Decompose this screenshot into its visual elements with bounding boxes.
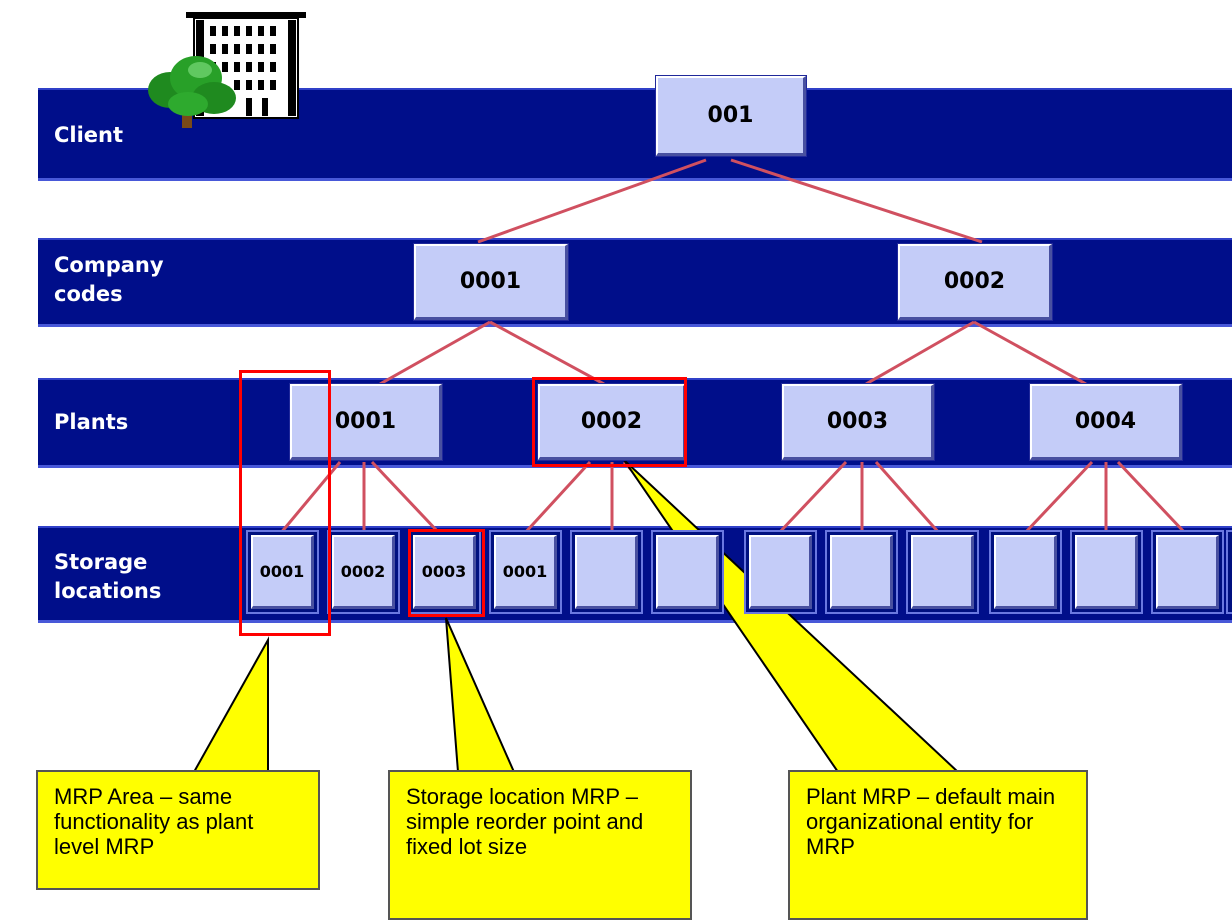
storage-location-label xyxy=(830,535,893,609)
storage-location-label xyxy=(1075,535,1138,609)
storage-location-node[interactable]: 0002 xyxy=(327,530,400,614)
callout-plant-mrp: Plant MRP – default main organizational … xyxy=(788,770,1088,920)
callout-pointer-plant-mrp xyxy=(623,459,961,773)
storage-location-node[interactable] xyxy=(825,530,898,614)
storage-location-label: 0003 xyxy=(413,535,476,609)
plant-node[interactable]: 0004 xyxy=(1029,383,1183,461)
hierarchy-connectors xyxy=(278,158,1188,536)
callout-pointer-storage-location-mrp xyxy=(445,617,516,773)
level-label-company-codes: Company codes xyxy=(54,253,164,306)
level-label-plants: Plants xyxy=(54,410,129,434)
storage-location-node[interactable] xyxy=(744,530,817,614)
plant-node[interactable]: 0002 xyxy=(537,383,687,461)
level-label-client: Client xyxy=(54,123,124,147)
storage-location-mrp-highlight xyxy=(408,529,485,617)
storage-location-node[interactable] xyxy=(570,530,643,614)
company-code-node[interactable]: 0002 xyxy=(897,243,1053,321)
mrp-area-highlight xyxy=(239,370,331,636)
storage-location-label: 0002 xyxy=(332,535,395,609)
plant-node[interactable]: 0001 xyxy=(289,383,443,461)
storage-location-label xyxy=(1156,535,1219,609)
plant-node[interactable]: 0003 xyxy=(781,383,935,461)
storage-location-label xyxy=(911,535,974,609)
plant-mrp-highlight xyxy=(532,377,687,467)
storage-location-label: 0001 xyxy=(494,535,557,609)
storage-location-node[interactable] xyxy=(1070,530,1143,614)
storage-location-node[interactable] xyxy=(906,530,979,614)
company-code-node[interactable]: 0001 xyxy=(413,243,569,321)
storage-location-node[interactable] xyxy=(1226,530,1232,614)
storage-location-label: 0001 xyxy=(251,535,314,609)
storage-location-node[interactable] xyxy=(1151,530,1224,614)
storage-location-label xyxy=(749,535,812,609)
client-node[interactable]: 001 xyxy=(655,75,807,157)
storage-location-label xyxy=(575,535,638,609)
tree-icon xyxy=(148,56,236,128)
callout-pointer-mrp-area xyxy=(192,636,269,773)
callout-storage-location-mrp: Storage location MRP – simple reorder po… xyxy=(388,770,692,920)
storage-location-node[interactable] xyxy=(651,530,724,614)
storage-location-node[interactable]: 0001 xyxy=(489,530,562,614)
storage-location-label xyxy=(994,535,1057,609)
storage-location-node[interactable]: 0001 xyxy=(246,530,319,614)
callout-mrp-area: MRP Area – same functionality as plant l… xyxy=(36,770,320,890)
level-label-storage-locations: Storage locations xyxy=(54,550,162,603)
storage-location-label xyxy=(656,535,719,609)
storage-location-node[interactable] xyxy=(989,530,1062,614)
